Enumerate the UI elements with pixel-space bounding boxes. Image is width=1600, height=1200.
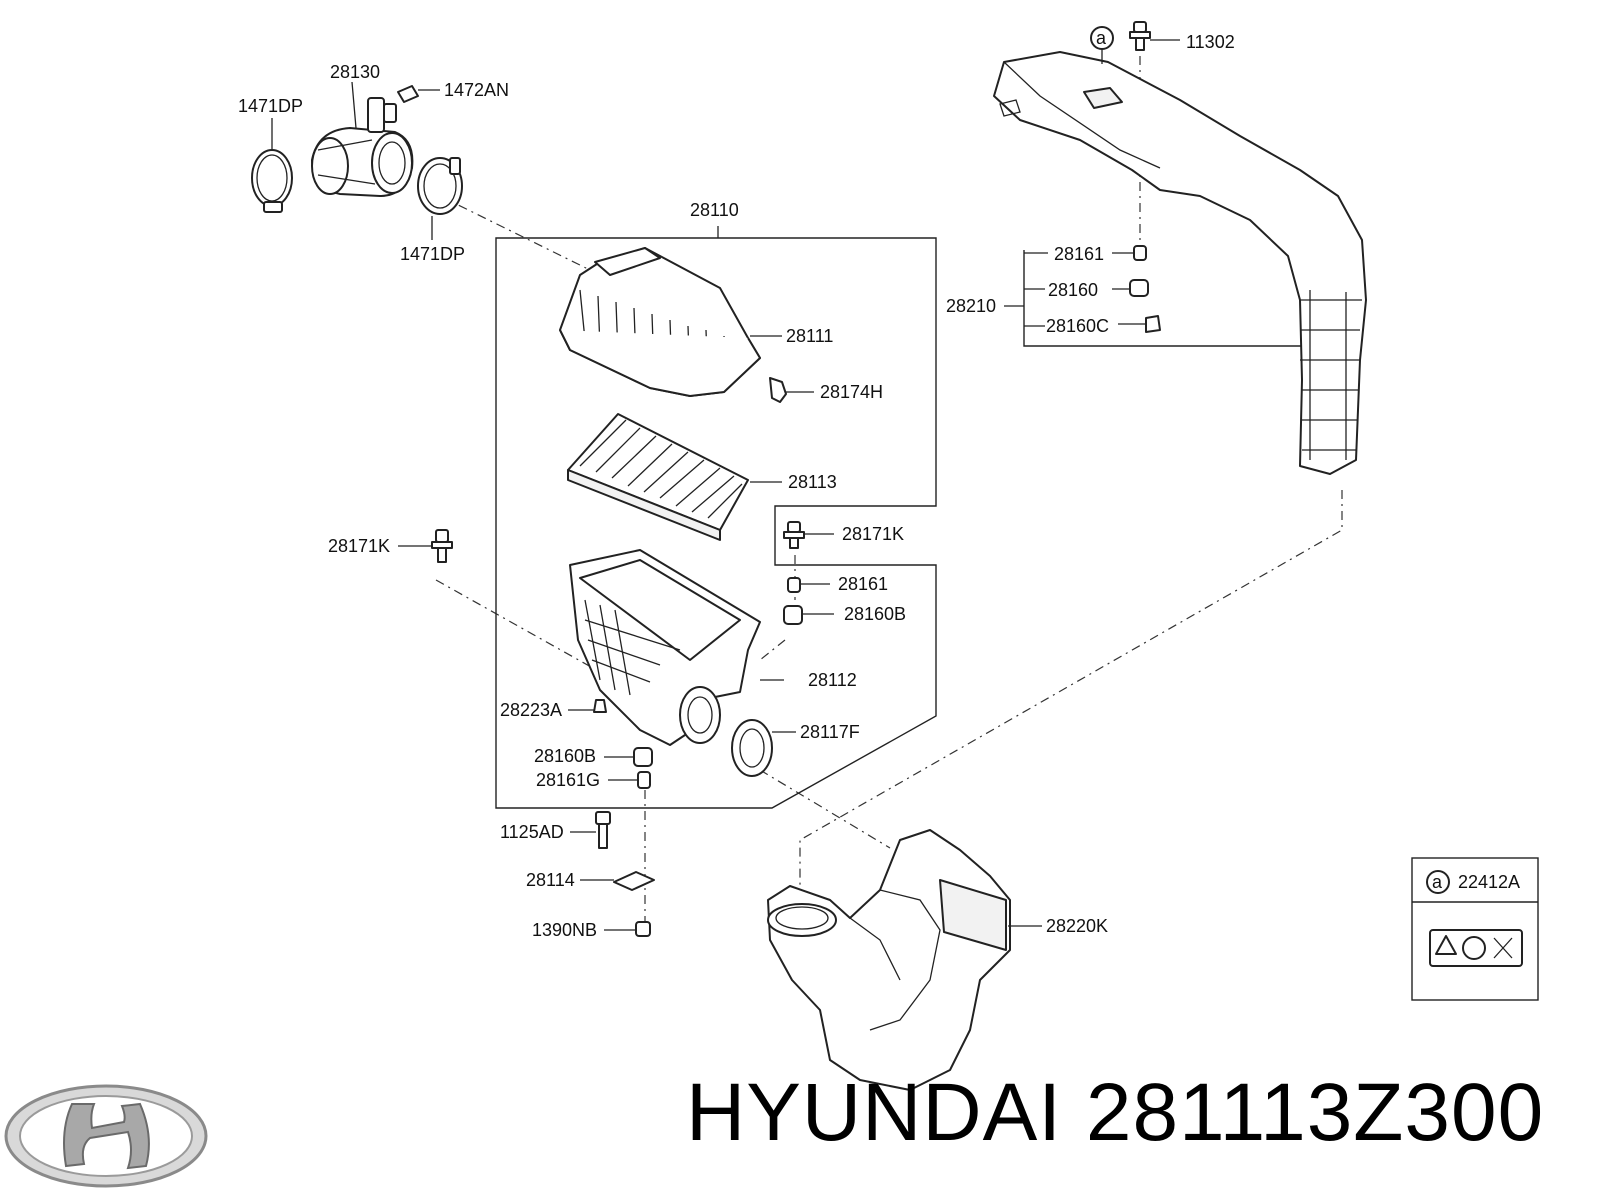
- callout-28223A: 28223A: [500, 700, 562, 720]
- bolt-1125AD: [570, 811, 611, 849]
- hose-clamp-1471DP-right: [417, 157, 463, 240]
- air-filter-28113: [567, 413, 782, 541]
- callout-28171K-right: 28171K: [842, 524, 904, 544]
- part-number: 281113Z300: [1085, 1067, 1545, 1158]
- grommet-28160: [1112, 279, 1149, 297]
- callout-28112: 28112: [808, 670, 857, 690]
- bolt-28171K-right: [783, 521, 834, 549]
- label-box-22412A: a: [1411, 857, 1539, 1001]
- clip-1472AN: [397, 85, 440, 103]
- callout-1472AN: 1472AN: [444, 80, 509, 100]
- brand-title: HYUNDAI 281113Z300: [686, 1072, 1544, 1154]
- callout-1390NB: 1390NB: [532, 920, 597, 940]
- collar-28161G: [608, 771, 651, 789]
- callout-28111: 28111: [786, 326, 833, 346]
- hyundai-logo: [4, 1084, 208, 1188]
- assembly-frame-28210: [1023, 250, 1310, 347]
- callout-28220K: 28220K: [1046, 916, 1108, 936]
- brand-name: HYUNDAI: [686, 1067, 1063, 1158]
- callout-28117F: 28117F: [800, 722, 860, 742]
- callout-28160B-lower: 28160B: [534, 746, 596, 766]
- callout-28161-duct: 28161: [1054, 244, 1104, 264]
- hose-clamp-1471DP-left: [251, 118, 293, 213]
- pin-28223A: [568, 699, 607, 713]
- grommet-28160B-lower: [604, 747, 653, 767]
- callout-1471DP-top: 1471DP: [238, 96, 303, 116]
- callout-28160B-right: 28160B: [844, 604, 906, 624]
- callout-labels: 28130 1471DP 1472AN 1471DP 28110 28111 2…: [238, 32, 1520, 940]
- callout-28161-right: 28161: [838, 574, 888, 594]
- warning-label-icon: [1429, 929, 1523, 967]
- clip-28160C: [1118, 315, 1161, 333]
- callout-28171K-left: 28171K: [328, 536, 390, 556]
- callout-11302: 11302: [1186, 32, 1235, 52]
- bracket-28114: [580, 871, 655, 891]
- seal-28117F: [731, 719, 796, 777]
- callout-28174H: 28174H: [820, 382, 883, 402]
- callout-1471DP-bottom: 1471DP: [400, 244, 465, 264]
- air-cleaner-body-28112: [569, 549, 784, 746]
- air-flow-sensor-28130: [311, 81, 414, 197]
- callout-28210: 28210: [946, 296, 996, 316]
- grommet-28160B-right: [783, 605, 834, 625]
- collar-28161-duct: [1112, 245, 1147, 261]
- callout-28160: 28160: [1048, 280, 1098, 300]
- assembly-frame-28110: [495, 237, 937, 809]
- nut-1390NB: [604, 921, 651, 937]
- bolt-28171K-left: [398, 529, 453, 563]
- callout-28160C: 28160C: [1046, 316, 1109, 336]
- callout-28114: 28114: [526, 870, 575, 890]
- callout-1125AD: 1125AD: [500, 822, 564, 842]
- marker-a-label-text: a: [1432, 872, 1443, 892]
- air-cleaner-cover-28111: [559, 247, 782, 397]
- callout-28161G: 28161G: [536, 770, 600, 790]
- collar-28161-right: [787, 577, 830, 593]
- callout-28113: 28113: [788, 472, 837, 492]
- marker-a-text: a: [1096, 28, 1107, 48]
- callout-28110: 28110: [690, 200, 739, 220]
- clip-28174H: [769, 377, 814, 403]
- assembly-lines: [435, 56, 1343, 930]
- resonator-28220K: [767, 829, 1042, 1091]
- marker-a-top: a: [1090, 26, 1114, 64]
- air-intake-duct-28210: [993, 51, 1367, 475]
- screw-11302: [1129, 21, 1180, 51]
- callout-28130: 28130: [330, 62, 380, 82]
- callout-22412A: 22412A: [1458, 872, 1520, 892]
